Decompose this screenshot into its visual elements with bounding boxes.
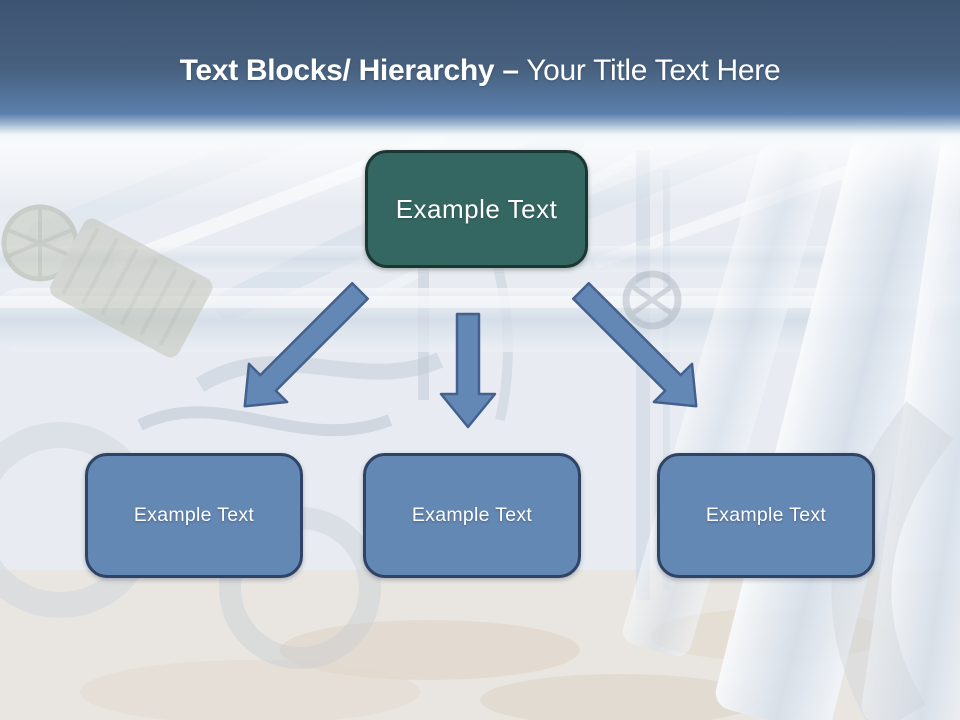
title-regular: Your Title Text Here [526,54,781,87]
child-node-2: Example Text [363,453,581,578]
title-bar: Text Blocks/ Hierarchy – Your Title Text… [0,0,960,150]
child-node-3: Example Text [657,453,875,578]
child-node-3-label: Example Text [705,504,827,526]
arrow-down-icon [439,312,497,429]
arrow-down-right-icon [571,281,698,408]
page-title: Text Blocks/ Hierarchy – Your Title Text… [0,0,960,87]
child-node-1-label: Example Text [133,504,255,526]
root-node-label: Example Text [395,193,558,224]
child-node-2-label: Example Text [411,504,533,526]
root-node: Example Text [365,150,588,268]
arrow-down-left-icon [243,281,370,408]
title-emphasis: Text Blocks/ Hierarchy – [179,54,519,87]
child-node-1: Example Text [85,453,303,578]
